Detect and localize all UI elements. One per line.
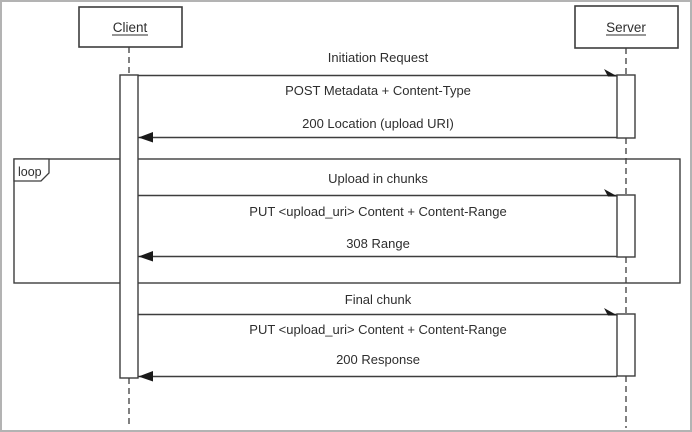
client-activation xyxy=(119,74,139,379)
arrowhead-right-3 xyxy=(604,308,618,316)
server-activation-3 xyxy=(616,313,636,377)
server-actor-label: Server xyxy=(606,20,646,35)
message-labels: Initiation Request POST Metadata + Conte… xyxy=(249,50,506,367)
lifelines xyxy=(128,47,627,428)
loop-label: loop xyxy=(18,165,42,179)
arrowhead-left-2 xyxy=(138,251,153,262)
label-upload-in-chunks: Upload in chunks xyxy=(328,171,428,186)
label-put-final: PUT <upload_uri> Content + Content-Range xyxy=(249,322,506,337)
arrowheads xyxy=(138,69,618,382)
label-initiation-request: Initiation Request xyxy=(328,50,429,65)
server-activation-1 xyxy=(616,74,636,139)
actors: Client Server xyxy=(78,5,679,49)
label-308-range: 308 Range xyxy=(346,236,410,251)
label-post-metadata: POST Metadata + Content-Type xyxy=(285,83,471,98)
message-lines xyxy=(138,74,617,378)
client-actor-box xyxy=(78,6,183,48)
loop-frame xyxy=(13,158,681,284)
arrowhead-right-1 xyxy=(604,69,618,77)
server-actor-box xyxy=(574,5,679,49)
client-actor-label: Client xyxy=(113,20,148,35)
arrowhead-left-1 xyxy=(138,132,153,143)
activation-bars xyxy=(119,74,636,379)
label-200-response: 200 Response xyxy=(336,352,420,367)
server-activation-2 xyxy=(616,194,636,258)
arrowhead-left-3 xyxy=(138,371,153,382)
label-put-chunk: PUT <upload_uri> Content + Content-Range xyxy=(249,204,506,219)
loop-label-tab xyxy=(13,158,50,182)
label-200-location: 200 Location (upload URI) xyxy=(302,116,454,131)
arrowhead-right-2 xyxy=(604,189,618,197)
label-final-chunk: Final chunk xyxy=(345,292,412,307)
